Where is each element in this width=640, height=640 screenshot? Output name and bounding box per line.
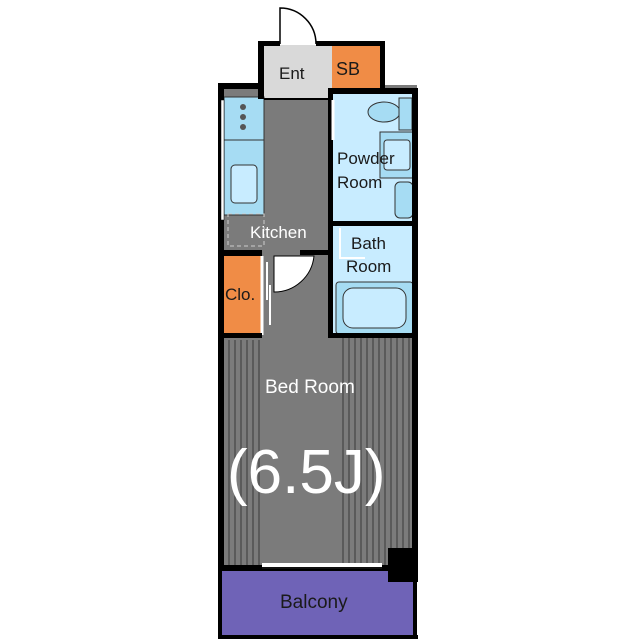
kitchen-label: Kitchen: [250, 223, 307, 242]
entrance-floor: [262, 45, 332, 100]
bath-room-label: Room: [346, 257, 391, 276]
shoe-box: [332, 45, 382, 89]
powder-room-label: Room: [337, 173, 382, 192]
powder-room-label: Powder: [337, 149, 395, 168]
toilet-tank-icon: [398, 97, 413, 131]
closet: [224, 256, 262, 335]
sliding-window: [262, 563, 382, 567]
stove-burner-icon: [240, 104, 246, 110]
bathtub-basin-icon: [342, 287, 407, 329]
room-door: [273, 255, 315, 293]
toilet-icon: [367, 101, 401, 123]
balcony-railing: [218, 635, 418, 639]
bedroom-size-label: (6.5J): [227, 438, 385, 507]
bath-room-door: [339, 228, 365, 259]
bedroom-flooring-right: [338, 338, 415, 566]
entrance-label: Ent: [279, 64, 305, 83]
stove-burner-icon: [240, 124, 246, 130]
balcony-label: Balcony: [280, 592, 348, 613]
washbasin-bowl-icon: [383, 139, 411, 171]
side-window: [220, 99, 225, 221]
shoe-box-label: SB: [336, 59, 360, 79]
entrance-door: [279, 7, 317, 45]
balcony-railing: [413, 571, 417, 639]
closet-label: Clo.: [225, 285, 255, 304]
bath-room-label: Bath: [351, 234, 386, 253]
balcony-railing: [218, 571, 222, 639]
balcony: [222, 570, 417, 636]
washing-machine-icon: [394, 181, 414, 219]
bedroom-label: Bed Room: [265, 377, 355, 398]
fridge-space: [227, 213, 265, 247]
bedroom-flooring-left: [224, 340, 262, 565]
stove-burner-icon: [240, 114, 246, 120]
sink-icon: [230, 164, 258, 204]
